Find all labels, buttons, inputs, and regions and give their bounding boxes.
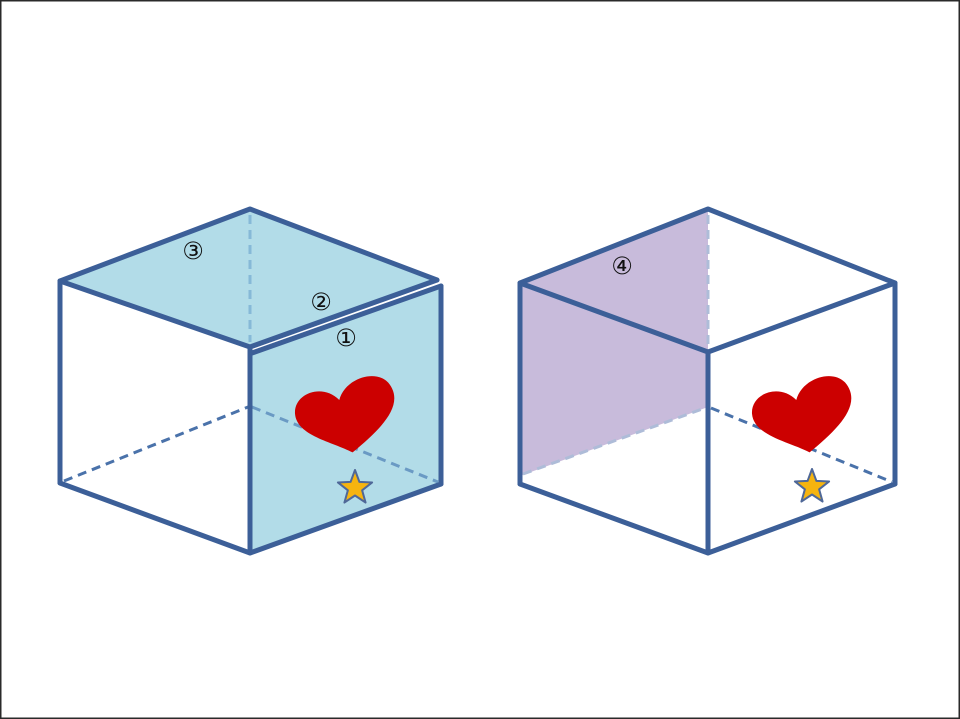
star-icon <box>793 468 831 503</box>
left-cube-right-face-top-edge <box>249 283 444 356</box>
left-cube-bottom-front-edges <box>57 480 444 556</box>
left-cube-hidden-bottom-left-edge <box>63 405 249 483</box>
right-cube-bottom-front-edges <box>517 481 898 556</box>
left-cube-top-front-left-edge <box>57 278 253 350</box>
left-cube: ③ ② ① <box>57 206 444 556</box>
label-circled-1: ① <box>335 324 357 352</box>
left-cube-top-face-front-right-edge <box>247 277 440 350</box>
label-circled-3: ③ <box>182 237 204 265</box>
right-cube-hidden-bottom-left-edge <box>522 406 706 476</box>
left-cube-top-back-edges <box>57 206 440 284</box>
label-circled-4: ④ <box>611 252 633 280</box>
left-cube-left-face <box>60 281 250 553</box>
label-circled-2: ② <box>310 288 332 316</box>
heart-icon <box>752 376 852 453</box>
left-cube-hidden-bottom-right-edge <box>251 405 439 484</box>
heart-icon <box>295 376 395 453</box>
right-cube: ④ <box>517 206 898 556</box>
right-cube-back-left-face <box>520 209 708 476</box>
star-icon <box>336 469 374 504</box>
